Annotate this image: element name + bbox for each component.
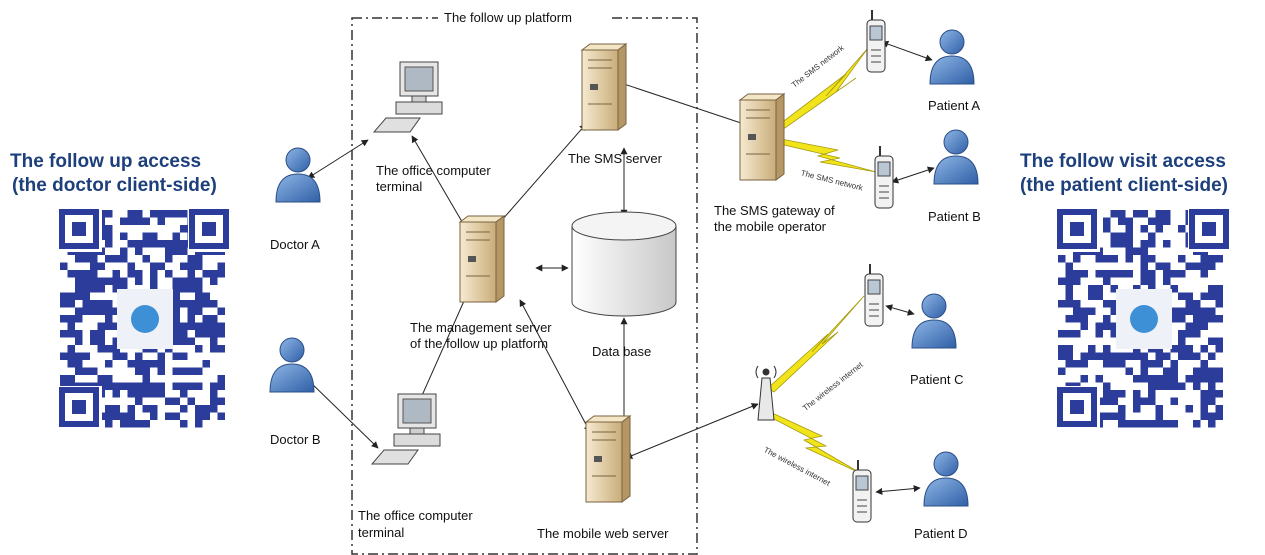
link-phone-b-patient-b	[891, 166, 935, 184]
terminal-top-label-line2: terminal	[376, 179, 423, 194]
management-server-label-line1: The management server	[410, 320, 552, 335]
link-mgmt-sms	[494, 123, 587, 229]
sms-server-label: The SMS server	[568, 151, 662, 166]
patient-qr-code	[1056, 208, 1232, 430]
computer-terminal-top-icon	[373, 61, 443, 133]
patient-d-icon	[923, 451, 969, 507]
management-server-icon	[459, 215, 505, 303]
link-doctor-a-terminal	[307, 139, 369, 179]
phone-a-icon	[866, 9, 886, 73]
left-access-heading-line2: (the doctor client-side)	[12, 175, 217, 196]
database-label: Data base	[592, 344, 652, 359]
platform-boundary	[351, 17, 698, 555]
link-mgmt-mobile	[519, 299, 591, 433]
doctor-b-icon	[269, 337, 315, 393]
patient-b-label: Patient B	[928, 209, 981, 224]
link-phone-d-patient-d	[875, 485, 921, 495]
doctor-b-label: Doctor B	[270, 432, 321, 447]
patient-c-label: Patient C	[910, 372, 964, 387]
lightning-wireless-d	[769, 411, 863, 475]
sms-server-icon	[581, 43, 627, 131]
lightning-sms-b	[775, 137, 877, 173]
terminal-bottom-label-line1: The office computer	[358, 508, 473, 523]
link-terminal-top-mgmt	[411, 135, 469, 233]
management-server-label-line2: of the follow up platform	[410, 336, 549, 351]
phone-d-icon	[852, 459, 872, 523]
link-phone-a-patient-a	[881, 40, 933, 62]
patient-a-label: Patient A	[928, 98, 981, 113]
sms-gateway-label-line1: The SMS gateway of	[714, 203, 835, 218]
link-doctor-b-terminal	[305, 377, 379, 449]
mobile-web-server-label: The mobile web server	[537, 526, 669, 541]
wireless-antenna-icon	[755, 365, 777, 421]
left-access-heading-line1: The follow up access	[10, 151, 202, 172]
patient-a-icon	[929, 29, 975, 85]
link-sms-gateway	[599, 74, 763, 132]
link-mobile-antenna	[625, 403, 759, 459]
platform-title-backdrop	[438, 10, 608, 26]
patient-c-icon	[911, 293, 957, 349]
sms-gateway-icon	[739, 93, 785, 181]
phone-b-icon	[874, 145, 894, 209]
terminal-bottom-label-line2: terminal	[358, 525, 405, 540]
doctor-qr-code	[58, 208, 232, 430]
lightning-bolts	[767, 47, 877, 475]
right-access-heading-line1: The follow visit access	[1020, 151, 1226, 172]
right-access-heading-line2: (the patient client-side)	[1020, 175, 1228, 196]
doctor-a-label: Doctor A	[270, 237, 320, 252]
platform-title: The follow up platform	[444, 10, 572, 25]
computer-terminal-bottom-icon	[371, 393, 441, 465]
patient-d-label: Patient D	[914, 526, 968, 541]
link-phone-c-patient-c	[885, 304, 915, 316]
phone-c-icon	[864, 263, 884, 327]
lightning-sms-a	[770, 47, 869, 131]
database-icon	[571, 211, 677, 317]
lightning-wireless-c	[767, 295, 865, 393]
patient-b-icon	[933, 129, 979, 185]
sms-gateway-label-line2: the mobile operator	[714, 219, 827, 234]
connectors	[305, 40, 935, 495]
mobile-web-server-icon	[585, 415, 631, 503]
terminal-top-label-line1: The office computer	[376, 163, 491, 178]
